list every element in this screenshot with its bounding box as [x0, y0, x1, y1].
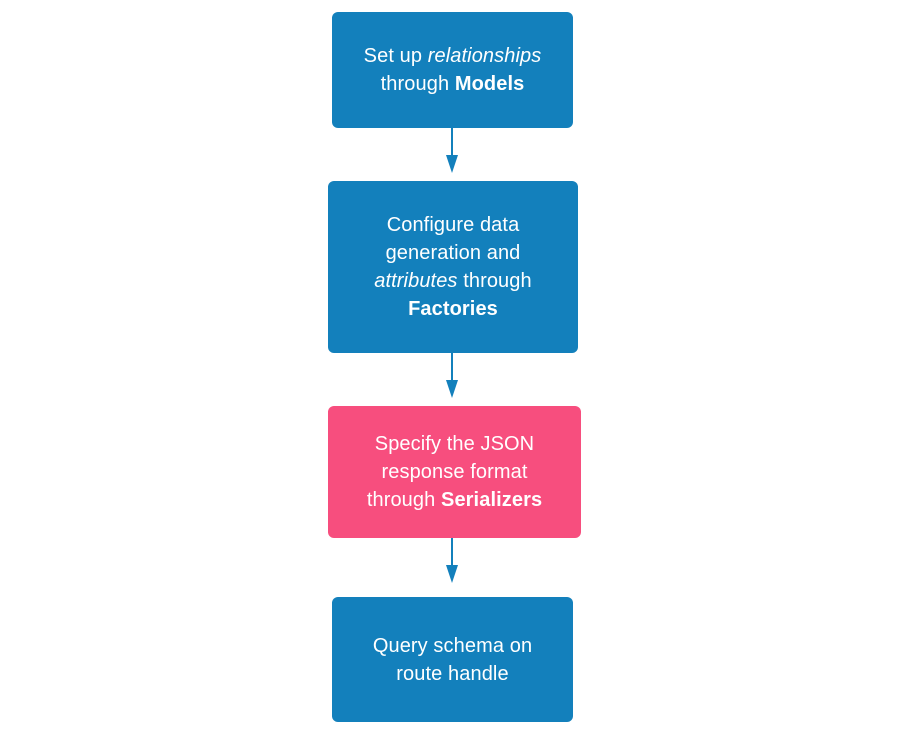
edge-models-factories: [446, 128, 458, 173]
edge-serializers-route: [446, 538, 458, 583]
edge-factories-serializers: [446, 353, 458, 398]
